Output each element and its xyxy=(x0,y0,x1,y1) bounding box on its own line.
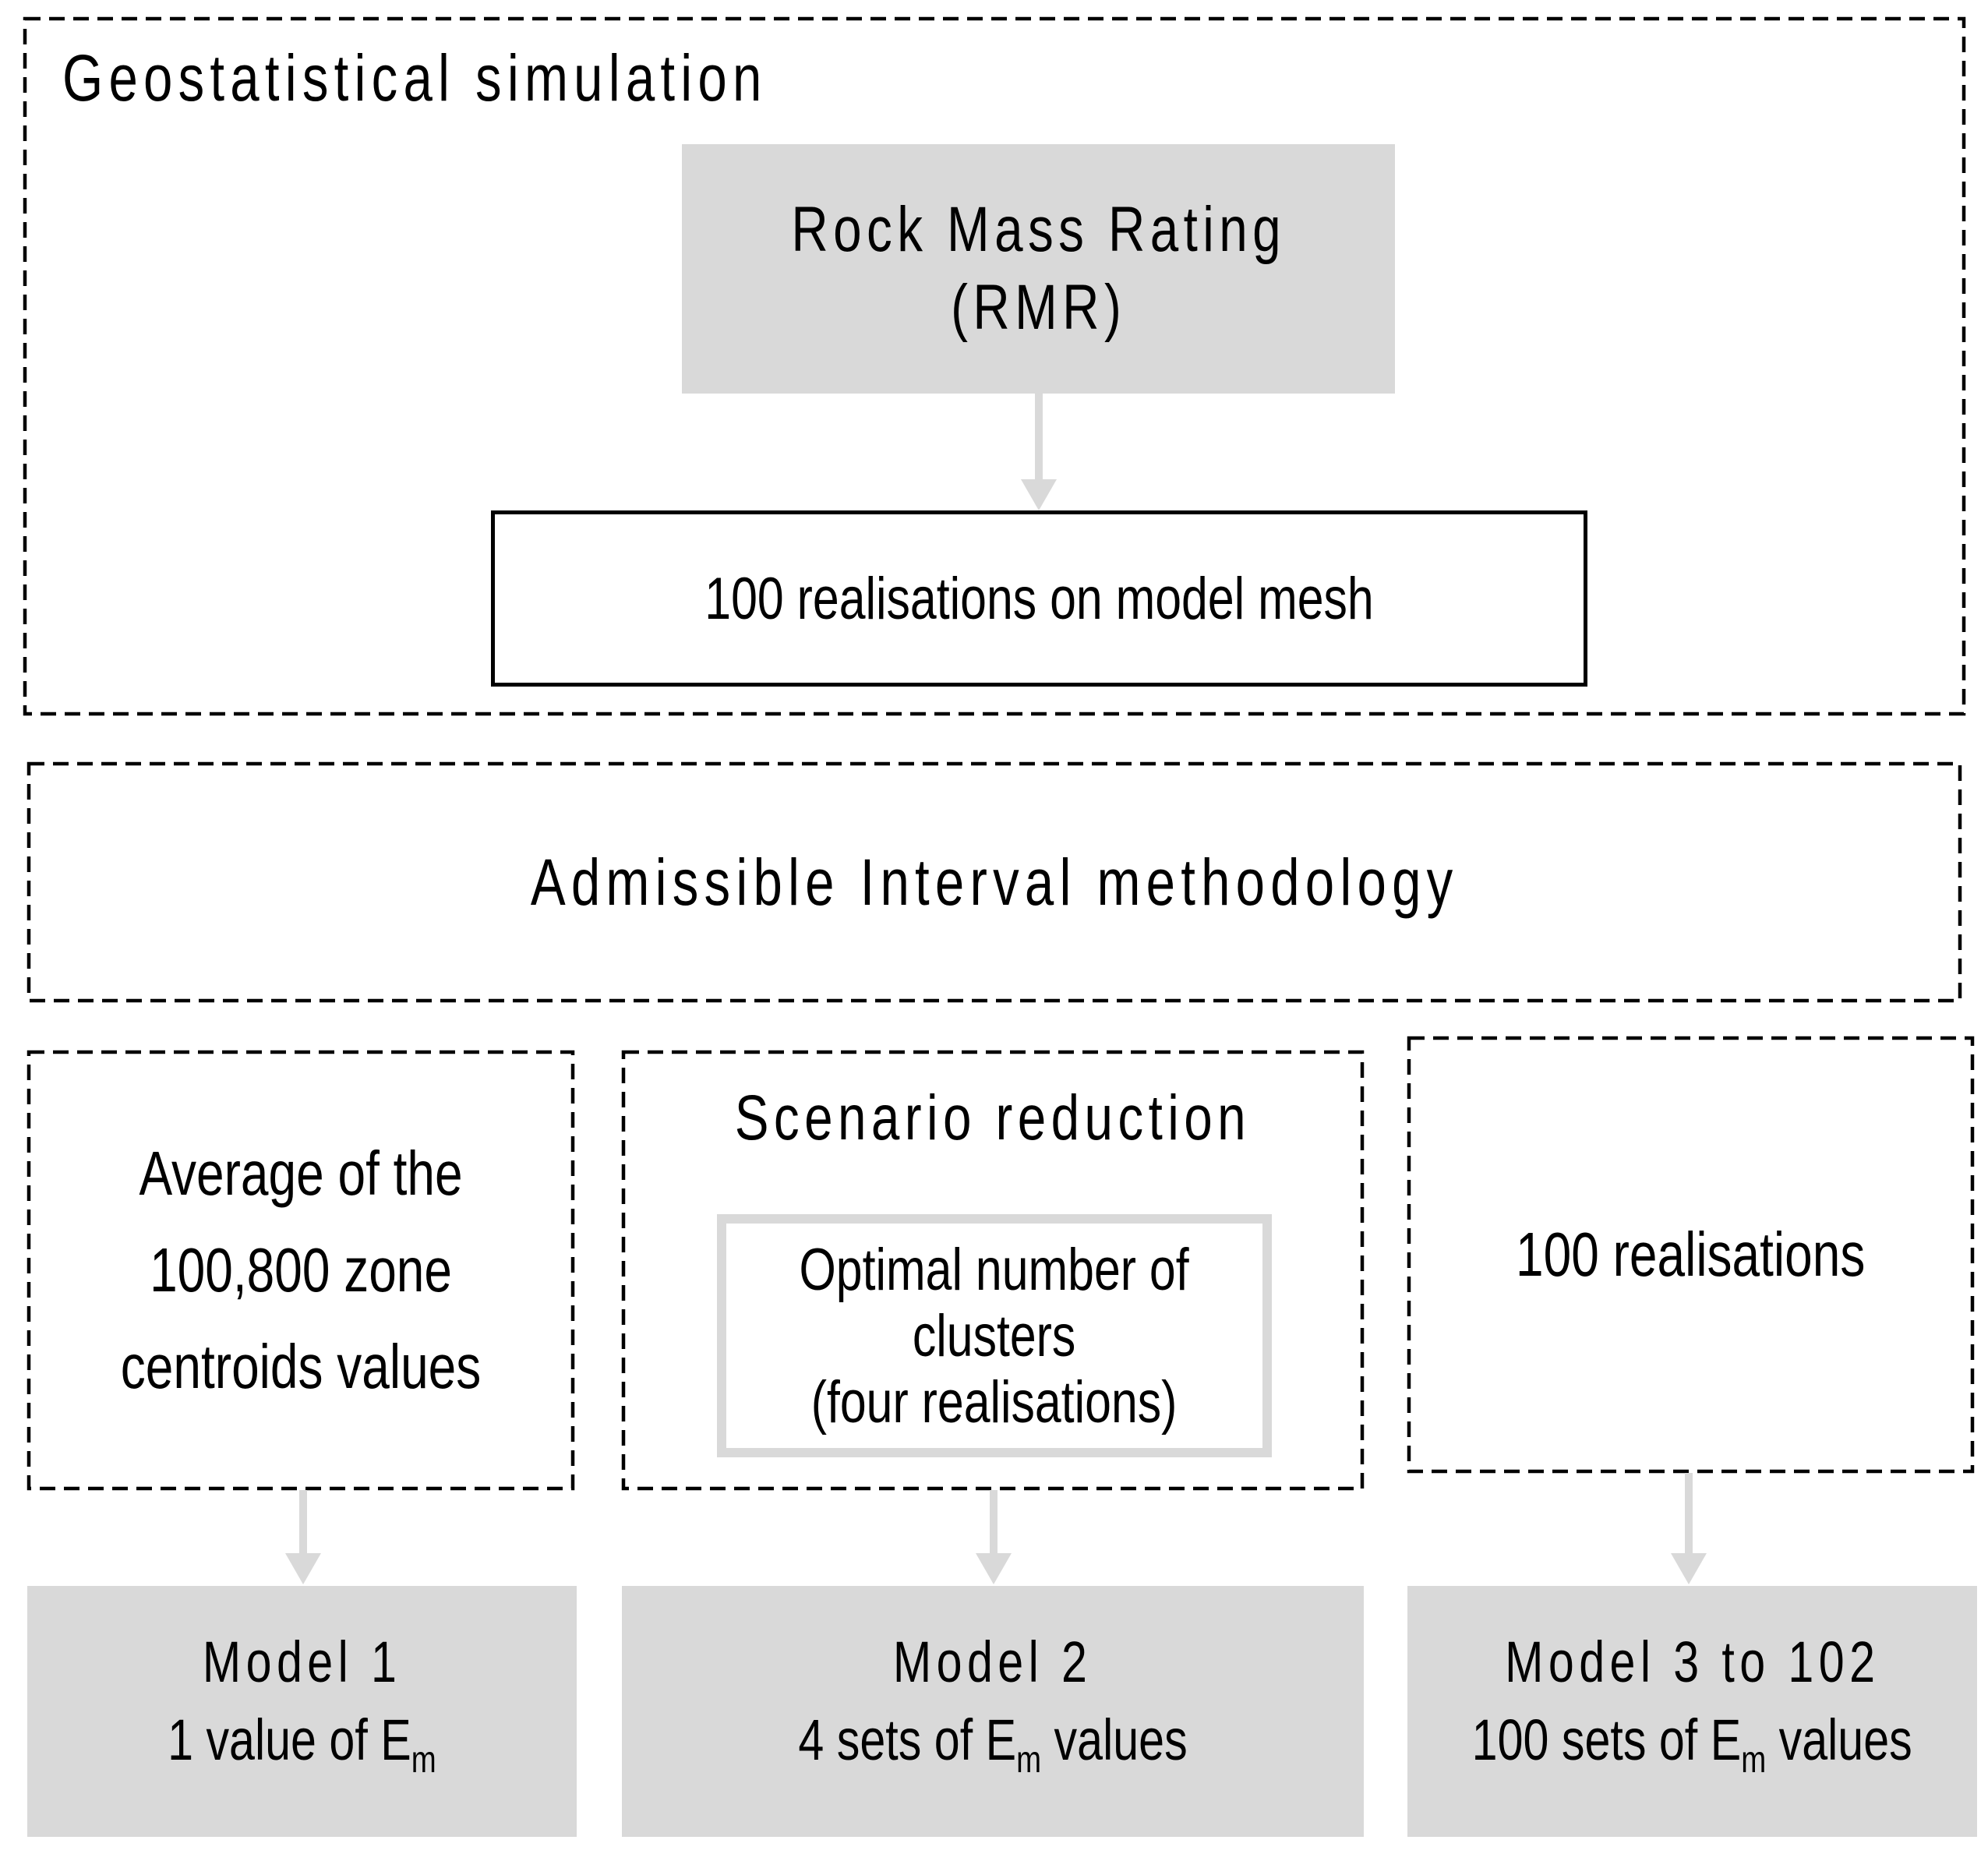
dashed-border xyxy=(621,1050,1365,1491)
model3-detail-prefix: 100 sets of E xyxy=(1471,1707,1742,1773)
average-line3: centroids values xyxy=(120,1332,482,1401)
arrow-stem xyxy=(299,1490,307,1556)
dashed-border xyxy=(23,16,1966,716)
arrow-head-icon xyxy=(1021,479,1057,510)
down-arrow-realisations-to-model3 xyxy=(1653,1473,1725,1584)
model2-title: Model 2 xyxy=(893,1630,1093,1695)
model1-detail-prefix: 1 value of E xyxy=(168,1707,411,1773)
arrow-stem xyxy=(990,1490,998,1556)
hundred-realisations-box: 100 realisations xyxy=(1407,1036,1975,1474)
optimal-clusters-box: Optimal number of clusters (four realisa… xyxy=(717,1214,1272,1457)
optimal-line1: Optimal number of xyxy=(799,1236,1190,1303)
model1-box: Model 1 1 value of Em xyxy=(27,1586,577,1837)
realisations-mesh-box: 100 realisations on model mesh xyxy=(491,510,1587,687)
arrow-head-icon xyxy=(976,1553,1012,1584)
optimal-line2: clusters xyxy=(913,1302,1076,1369)
rmr-line1: Rock Mass Rating xyxy=(791,194,1286,265)
down-arrow-scenario-to-model2 xyxy=(958,1490,1029,1584)
optimal-line3: (four realisations) xyxy=(811,1368,1178,1436)
scenario-reduction-box: Scenario reduction Optimal number of clu… xyxy=(621,1050,1365,1491)
scenario-reduction-title-row: Scenario reduction xyxy=(622,1082,1364,1155)
geostatistical-section-title: Geostatistical simulation xyxy=(62,41,768,115)
rmr-box-text: Rock Mass Rating (RMR) xyxy=(791,191,1286,347)
model3-detail-suffix: values xyxy=(1766,1707,1913,1773)
arrow-stem xyxy=(1035,394,1043,483)
rmr-line2: (RMR) xyxy=(950,272,1127,343)
geostatistical-simulation-section xyxy=(23,16,1966,716)
model1-title: Model 1 xyxy=(202,1630,402,1695)
model1-detail: 1 value of Em xyxy=(168,1701,436,1799)
optimal-clusters-text: Optimal number of clusters (four realisa… xyxy=(800,1237,1189,1436)
dashed-border xyxy=(26,761,1962,1003)
scenario-reduction-title: Scenario reduction xyxy=(734,1082,1252,1153)
model1-detail-subscript: m xyxy=(411,1739,436,1781)
arrow-stem xyxy=(1685,1473,1693,1556)
model3-detail: 100 sets of Em values xyxy=(1472,1701,1912,1799)
average-box: Average of the 100,800 zone centroids va… xyxy=(26,1050,575,1491)
rock-mass-rating-box: Rock Mass Rating (RMR) xyxy=(682,144,1395,394)
arrow-head-icon xyxy=(1671,1553,1707,1584)
average-line1: Average of the xyxy=(139,1139,463,1208)
model2-detail-prefix: 4 sets of E xyxy=(798,1707,1017,1773)
down-arrow-rmr-to-mesh xyxy=(1003,394,1075,510)
hundred-realisations-label: 100 realisations xyxy=(1516,1220,1866,1289)
average-box-text: Average of the 100,800 zone centroids va… xyxy=(121,1125,481,1415)
down-arrow-average-to-model1 xyxy=(267,1490,339,1584)
admissible-section-title: Admissible Interval methodology xyxy=(530,845,1459,919)
arrow-head-icon xyxy=(285,1553,321,1584)
model2-detail-subscript: m xyxy=(1016,1739,1042,1781)
admissible-interval-section: Admissible Interval methodology xyxy=(26,761,1962,1003)
model2-detail-suffix: values xyxy=(1041,1707,1188,1773)
model2-box: Model 2 4 sets of Em values xyxy=(622,1586,1364,1837)
model3-box: Model 3 to 102 100 sets of Em values xyxy=(1407,1586,1977,1837)
model3-title: Model 3 to 102 xyxy=(1504,1630,1880,1695)
realisations-mesh-label: 100 realisations on model mesh xyxy=(704,565,1374,632)
dashed-border xyxy=(26,1050,575,1491)
model3-detail-subscript: m xyxy=(1741,1739,1767,1781)
dashed-border xyxy=(1407,1036,1975,1474)
model2-detail: 4 sets of Em values xyxy=(798,1701,1187,1799)
average-line2: 100,800 zone xyxy=(150,1235,452,1305)
